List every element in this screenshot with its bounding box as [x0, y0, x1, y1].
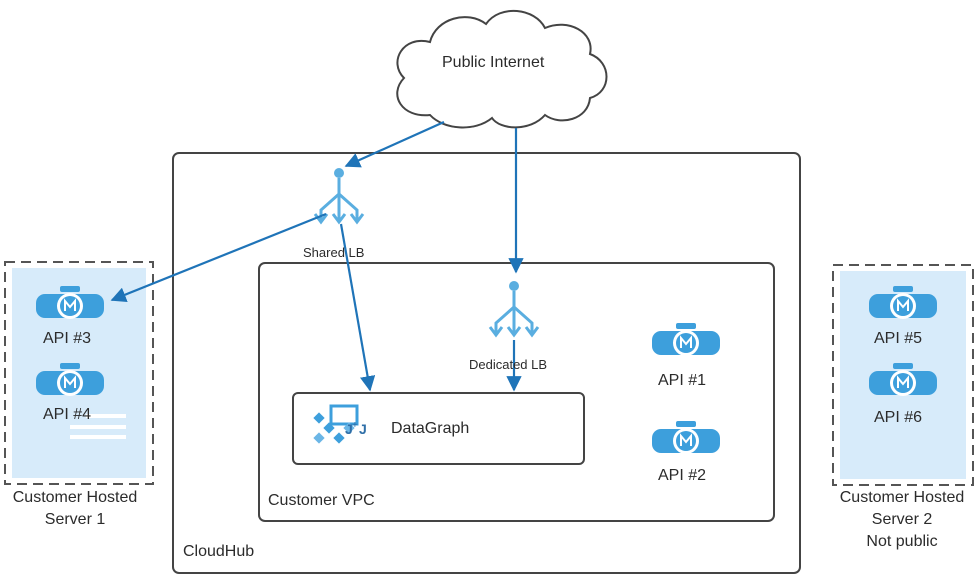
server2-label-line2: Server 2: [871, 511, 933, 528]
shared-lb-icon: [313, 166, 365, 224]
api-4-label: API #4: [43, 406, 92, 423]
arrow-shared-lb-to-api-3: [110, 212, 327, 302]
api-2-label: API #2: [658, 467, 707, 484]
public-internet-label: Public Internet: [442, 54, 545, 71]
cloudhub-label: CloudHub: [183, 543, 255, 560]
server2-label-line3: Not public: [866, 533, 938, 550]
connection-arrows: [110, 120, 524, 392]
server1-label: Customer Hosted Server 1: [0, 487, 150, 531]
datagraph-box: [292, 392, 585, 465]
arrow-internet-to-shared-lb: [344, 120, 445, 168]
api-2-icon: [651, 420, 721, 455]
api-6-label: API #6: [874, 409, 923, 426]
shared-lb-label: Shared LB: [303, 245, 365, 260]
dedicated-lb-icon: [488, 279, 540, 337]
server2-label-line1: Customer Hosted: [839, 489, 965, 506]
server2-label: Customer Hosted Server 2 Not public: [828, 487, 976, 553]
api-1-label: API #1: [658, 372, 707, 389]
datagraph-label: DataGraph: [391, 420, 470, 437]
api-5-label: API #5: [874, 330, 923, 347]
svg-text:J: J: [359, 421, 367, 437]
dedicated-lb-label: Dedicated LB: [469, 357, 548, 372]
svg-text:+: +: [352, 420, 358, 431]
api-1-icon: [651, 322, 721, 357]
api-3-label: API #3: [43, 330, 92, 347]
customer-vpc-label: Customer VPC: [268, 492, 375, 509]
svg-text:J: J: [345, 421, 353, 437]
server1-label-line1: Customer Hosted: [12, 489, 138, 506]
server1-label-line2: Server 1: [44, 511, 106, 528]
arrow-shared-lb-to-datagraph: [339, 223, 376, 392]
public-internet-cloud: [396, 10, 608, 129]
cloudhub-box: [172, 152, 801, 574]
